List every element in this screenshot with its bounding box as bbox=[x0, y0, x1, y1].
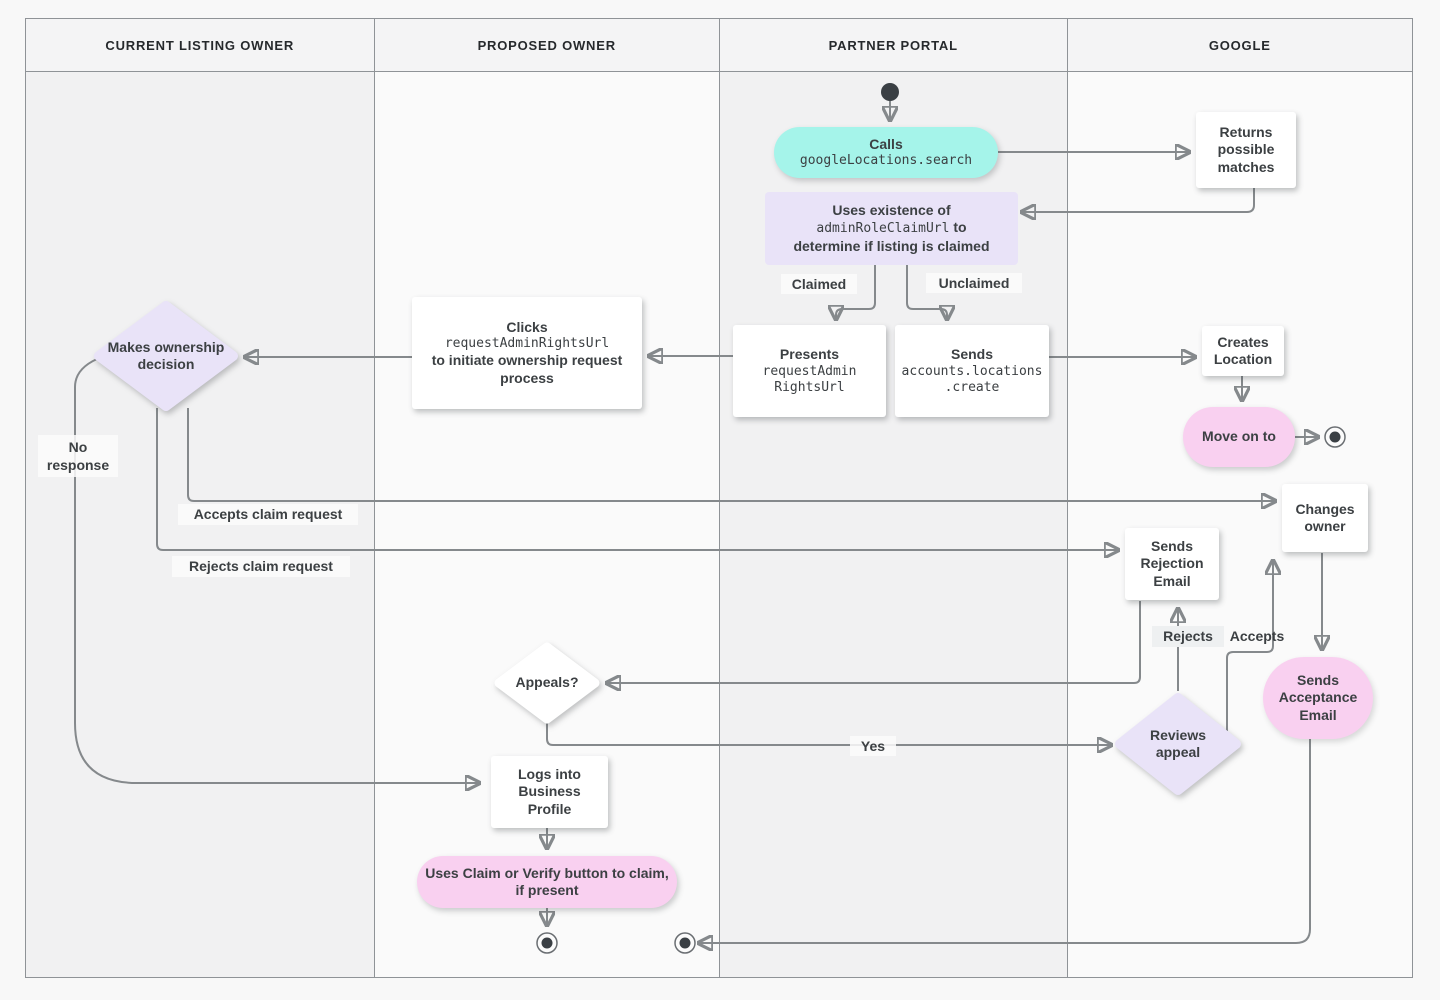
edge-label-no-response: No response bbox=[38, 435, 118, 477]
node-uses-claim-or-verify: Uses Claim or Verify button to claim, if… bbox=[417, 856, 677, 908]
node-sends-accounts-locations-create: Sends accounts.locations .create bbox=[895, 325, 1049, 417]
node-move-on-to: Move on to bbox=[1183, 407, 1295, 467]
edge-label-rejects: Rejects bbox=[1152, 626, 1224, 647]
node-label: Sends Acceptance Email bbox=[1278, 671, 1358, 723]
node-code: RightsUrl bbox=[774, 379, 845, 395]
diamond-shape bbox=[494, 642, 600, 724]
node-line-suffix: to bbox=[949, 219, 967, 236]
node-line: determine if listing is claimed bbox=[793, 237, 990, 254]
node-calls-googlelocations-search: Calls googleLocations.search bbox=[774, 127, 998, 178]
node-reviews-appeal: Reviews appeal bbox=[1114, 692, 1242, 796]
node-code: requestAdminRightsUrl bbox=[444, 336, 610, 352]
diamond-shape bbox=[1115, 693, 1241, 795]
node-label: Makes ownership decision bbox=[107, 338, 225, 372]
node-label: Uses Claim or Verify button to claim, if… bbox=[425, 864, 669, 898]
lane-current-listing-owner: CURRENT LISTING OWNER bbox=[26, 19, 374, 977]
diamond-shape bbox=[94, 301, 238, 411]
node-appeals-decision: Appeals? bbox=[494, 642, 600, 724]
edge-label-yes: Yes bbox=[850, 736, 896, 756]
lane-proposed-owner: PROPOSED OWNER bbox=[373, 19, 719, 977]
node-code: requestAdmin bbox=[762, 363, 857, 379]
node-logs-into-business-profile: Logs into Business Profile bbox=[491, 756, 608, 828]
node-title: Presents bbox=[779, 346, 840, 363]
node-sends-rejection-email: Sends Rejection Email bbox=[1125, 528, 1219, 600]
node-label: Sends Rejection Email bbox=[1140, 537, 1204, 589]
node-label: Appeals? bbox=[515, 674, 579, 691]
lane-header: CURRENT LISTING OWNER bbox=[26, 19, 374, 72]
edge-label-accepts-claim-request: Accepts claim request bbox=[178, 504, 358, 525]
node-label: Logs into Business Profile bbox=[518, 765, 581, 817]
node-label: Returns possible matches bbox=[1217, 123, 1275, 175]
node-label: Reviews appeal bbox=[1149, 726, 1207, 760]
node-label: Creates Location bbox=[1213, 333, 1273, 367]
edge-label-claimed: Claimed bbox=[781, 274, 857, 294]
node-line: Uses existence of bbox=[832, 202, 951, 219]
node-sends-acceptance-email: Sends Acceptance Email bbox=[1263, 657, 1373, 739]
node-label: Move on to bbox=[1202, 428, 1276, 445]
lane-header: PARTNER PORTAL bbox=[720, 19, 1067, 72]
node-changes-owner: Changes owner bbox=[1282, 484, 1368, 552]
node-makes-ownership-decision: Makes ownership decision bbox=[93, 300, 239, 412]
node-presents-requestadminrightsurl: Presents requestAdmin RightsUrl bbox=[733, 325, 886, 417]
node-code: adminRoleClaimUrl bbox=[816, 221, 950, 237]
node-uses-existence-adminroleclaimurl: Uses existence of adminRoleClaimUrl to d… bbox=[765, 192, 1018, 265]
lane-header: GOOGLE bbox=[1067, 19, 1412, 72]
edge-label-accepts: Accepts bbox=[1229, 628, 1285, 645]
node-title: Calls bbox=[869, 135, 903, 152]
node-clicks-requestadminrightsurl: Clicks requestAdminRightsUrl to initiate… bbox=[412, 297, 642, 409]
edge-label-unclaimed: Unclaimed bbox=[926, 273, 1022, 293]
node-title: Clicks bbox=[506, 318, 548, 335]
node-line: adminRoleClaimUrl to bbox=[816, 219, 966, 237]
lane-header: PROPOSED OWNER bbox=[374, 19, 719, 72]
node-line: to initiate ownership request process bbox=[431, 352, 623, 386]
node-code: .create bbox=[944, 379, 1000, 395]
node-creates-location: Creates Location bbox=[1202, 326, 1284, 376]
node-returns-possible-matches: Returns possible matches bbox=[1196, 112, 1296, 188]
node-code: googleLocations.search bbox=[799, 153, 973, 169]
node-code: accounts.locations bbox=[901, 363, 1043, 379]
edge-label-rejects-claim-request: Rejects claim request bbox=[172, 556, 350, 577]
node-label: Changes owner bbox=[1295, 500, 1355, 534]
node-title: Sends bbox=[950, 346, 993, 363]
